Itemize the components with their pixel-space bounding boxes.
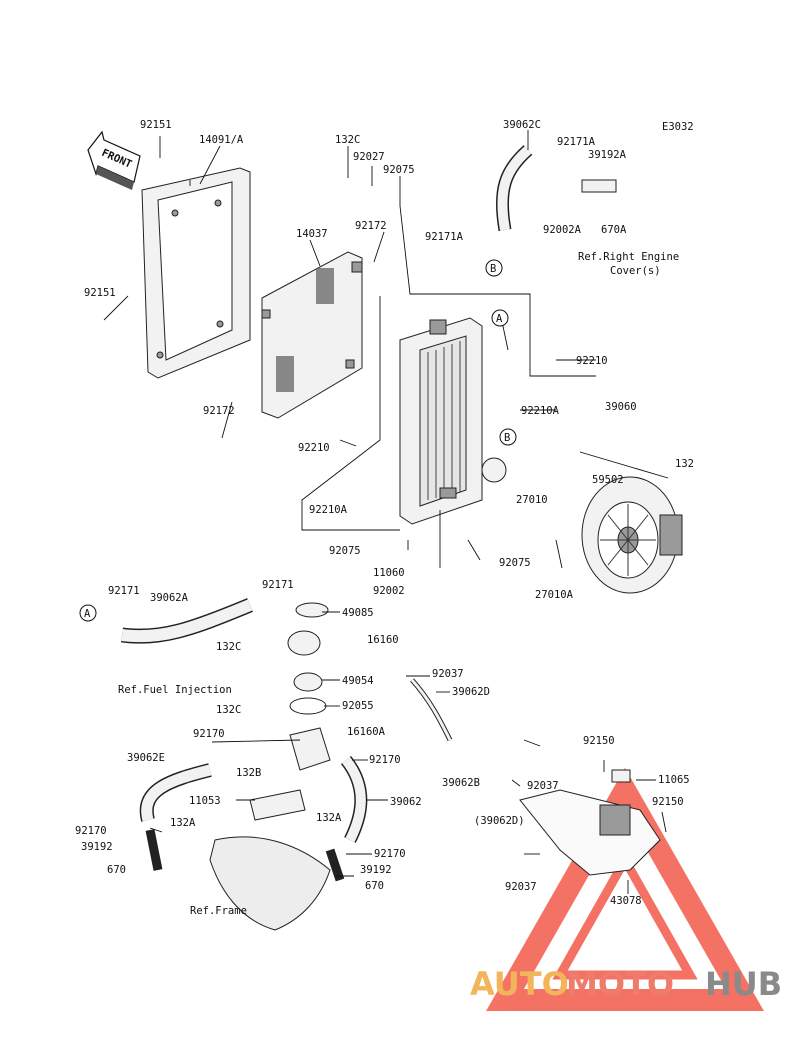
watermark-text: AUTO MOTO HUB (470, 965, 782, 1003)
part-label: 92151 (140, 119, 172, 131)
part-label: 92170 (374, 848, 406, 860)
callout-markers: A B B A (79, 259, 517, 622)
part-label: 92075 (499, 557, 531, 569)
part-label: 92170 (369, 754, 401, 766)
part-label: 11053 (189, 795, 221, 807)
watermark-auto: AUTO (470, 965, 569, 1003)
part-label: Ref.Fuel Injection (118, 684, 232, 696)
part-label: Cover(s) (610, 265, 661, 277)
radiator-shroud (141, 167, 251, 379)
front-arrow-icon: FRONT (87, 130, 141, 190)
part-label: 39060 (605, 401, 637, 413)
part-label: 92170 (75, 825, 107, 837)
part-label: 132C (216, 704, 241, 716)
callout-a-left: A (84, 608, 91, 620)
part-label: 49054 (342, 675, 374, 687)
callout-b-mid: B (504, 432, 510, 444)
part-label: 92002A (543, 224, 582, 236)
callout-b-top: B (490, 263, 496, 275)
part-label: 92150 (583, 735, 615, 747)
part-label: 92171A (557, 136, 596, 148)
part-label: 670 (365, 880, 384, 892)
diagram-code: E3032 (662, 121, 694, 133)
hoses (121, 145, 617, 843)
part-label: 11065 (658, 774, 690, 786)
part-label: 59502 (592, 474, 624, 486)
part-label: 92002 (373, 585, 405, 597)
part-label: 92150 (652, 796, 684, 808)
part-label: 39062C (503, 119, 541, 131)
part-label: 16160 (367, 634, 399, 646)
part-label: 132C (216, 641, 241, 653)
part-label: 92151 (84, 287, 116, 299)
part-label: 92210A (309, 504, 348, 516)
part-label: 92171 (262, 579, 294, 591)
part-label: 16160A (347, 726, 386, 738)
callout-a-top: A (496, 313, 503, 325)
part-label: 92027 (353, 151, 385, 163)
part-label: 92172 (355, 220, 387, 232)
part-label: (39062D) (474, 815, 525, 827)
part-label: 14091/A (199, 134, 244, 146)
part-label: 39062A (150, 592, 189, 604)
part-label: 49085 (342, 607, 374, 619)
part-label: 92037 (432, 668, 464, 680)
part-label: 132 (675, 458, 694, 470)
part-label: 92210 (576, 355, 608, 367)
part-label: 92170 (193, 728, 225, 740)
part-label: 92172 (203, 405, 235, 417)
thermostat-housing (145, 602, 345, 882)
leader-lines (103, 130, 669, 894)
radiator-screen (261, 251, 363, 419)
part-label: 92055 (342, 700, 374, 712)
part-label: 39192 (81, 841, 113, 853)
part-label: 92075 (329, 545, 361, 557)
part-label: 132C (335, 134, 360, 146)
part-label: 92171A (425, 231, 464, 243)
part-label: 39192 (360, 864, 392, 876)
watermark-hub: HUB (705, 965, 782, 1003)
part-label: 27010 (516, 494, 548, 506)
part-label: 39192A (588, 149, 627, 161)
part-label: 92171 (108, 585, 140, 597)
part-label: 132B (236, 767, 261, 779)
watermark-moto: MOTO (566, 965, 674, 1003)
part-label: 39062D (452, 686, 490, 698)
part-label: Ref.Frame (190, 905, 247, 917)
part-label: 39062 (390, 796, 422, 808)
reservoir-bracket (519, 769, 661, 876)
part-label: 92075 (383, 164, 415, 176)
watermark-logo (486, 767, 764, 1011)
cooling-fan (581, 476, 683, 594)
part-label: 670A (601, 224, 627, 236)
part-label: 92037 (505, 881, 537, 893)
part-label: 92210A (521, 405, 560, 417)
part-label: 132A (316, 812, 342, 824)
part-label: 14037 (296, 228, 328, 240)
part-label: 11060 (373, 567, 405, 579)
part-label: 670 (107, 864, 126, 876)
part-labels: 92151 14091/A 132C 92027 92075 39062C 92… (75, 119, 694, 917)
radiator-core (399, 317, 507, 525)
part-label: 92037 (527, 780, 559, 792)
part-label: 39062B (442, 777, 480, 789)
part-label: 43078 (610, 895, 642, 907)
frame-reference (209, 836, 331, 931)
part-label: Ref.Right Engine (578, 251, 679, 263)
part-label: 39062E (127, 752, 165, 764)
part-label: 27010A (535, 589, 574, 601)
part-label: 92210 (298, 442, 330, 454)
part-label: 132A (170, 817, 196, 829)
